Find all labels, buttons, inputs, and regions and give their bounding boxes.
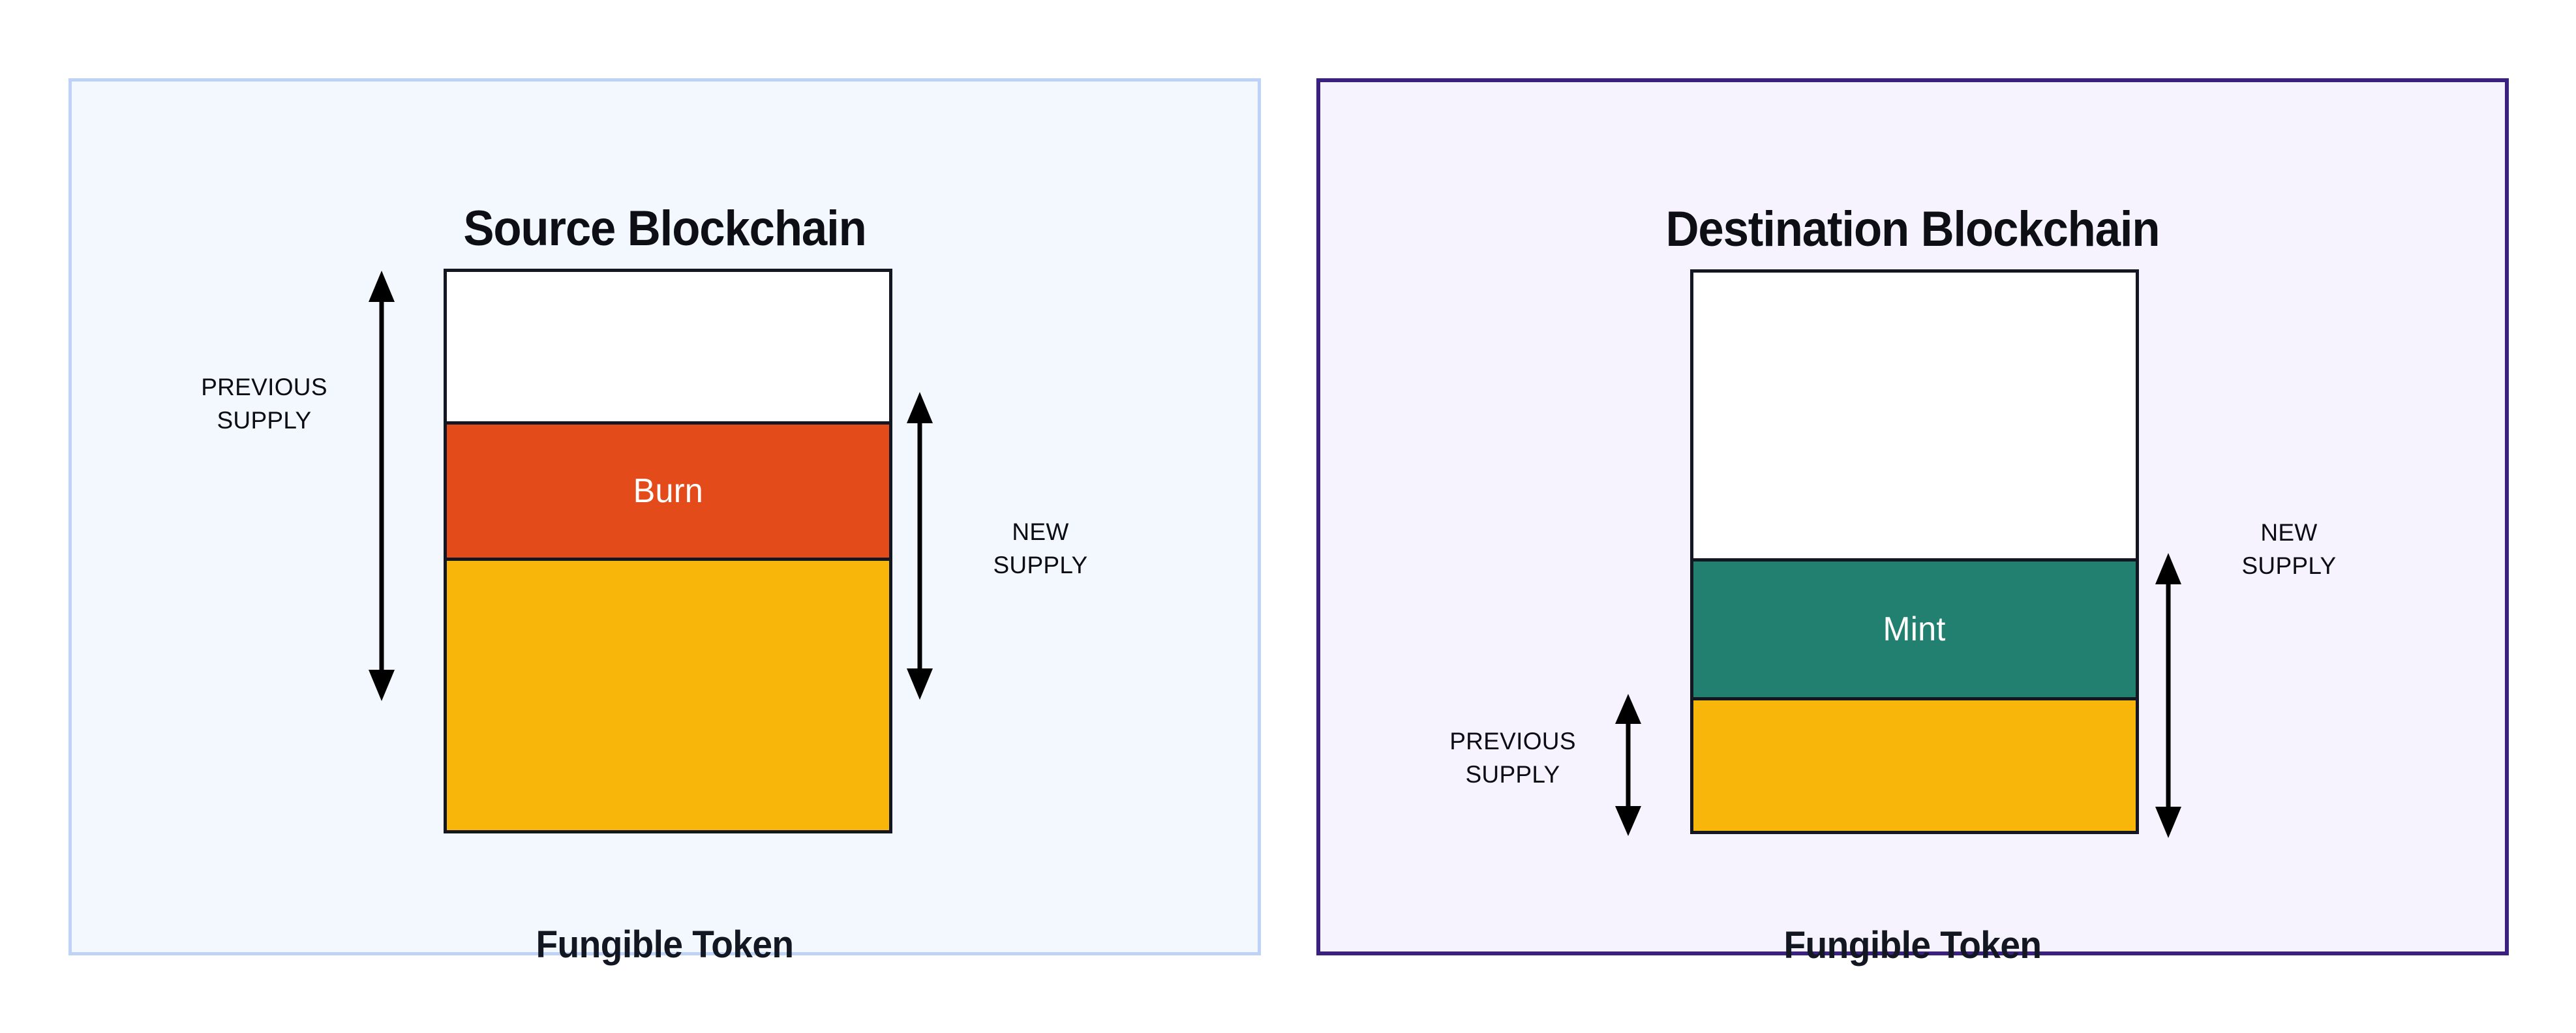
dimension-label-previous-supply-destination: PREVIOUS SUPPLY [1449,728,1576,788]
stacked-bar-destination: Mint [1690,269,2139,834]
panel-caption-source: Fungible Token [536,923,794,966]
stacked-bar-source: Burn [444,269,892,833]
bar-segment-unused-source [447,272,889,421]
dimension-label-previous-supply-source: PREVIOUS SUPPLY [201,374,327,434]
dimension-new-supply-destination [2155,553,2181,838]
double-arrow-icon-new-supply-destination [2155,553,2181,838]
dimension-label-new-supply-source: NEW SUPPLY [993,518,1088,579]
double-arrow-icon-previous-supply-destination [1615,694,1641,836]
panel-title-destination: Destination Blockchain [1665,202,2160,257]
bar-segment-existing-supply-destination [1693,697,2136,831]
bar-segment-mint: Mint [1693,558,2136,698]
bar-segment-burn: Burn [447,421,889,558]
panel-caption-destination: Fungible Token [1783,924,2042,966]
dimension-previous-supply-source [369,271,395,701]
bar-segment-remaining-supply-source [447,558,889,830]
double-arrow-icon-new-supply-source [907,392,933,700]
dimension-previous-supply-destination [1615,694,1641,836]
bar-segment-burn-label: Burn [633,472,703,510]
panel-source-blockchain: Source Blockchain Burn PREVIOUS SUPPLY [68,78,1261,966]
panel-destination-blockchain: Destination Blockchain Mint PREVIOUS SUP… [1316,78,2509,966]
bar-segment-mint-label: Mint [1883,610,1947,649]
panel-title-source: Source Blockchain [463,201,866,256]
dimension-label-new-supply-destination: NEW SUPPLY [2241,519,2337,580]
bar-segment-unused-destination [1693,273,2136,559]
double-arrow-icon-previous-supply-source [369,271,395,701]
dimension-new-supply-source [907,392,933,700]
